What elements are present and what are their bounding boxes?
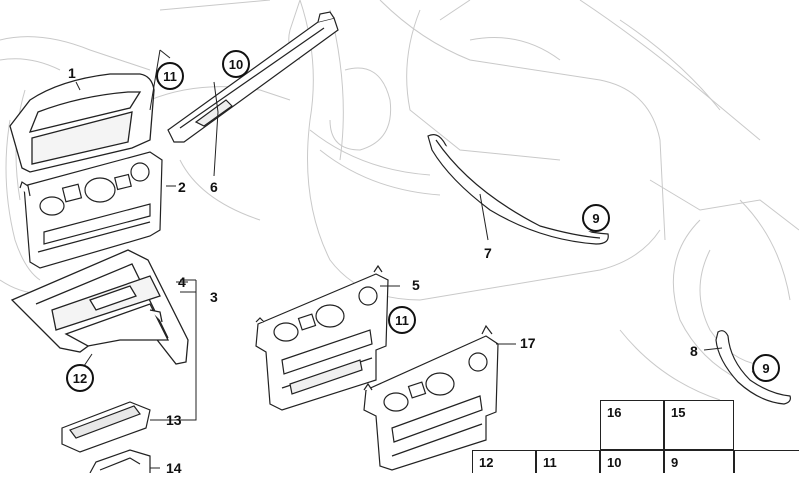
- callout-13: 13: [166, 412, 182, 428]
- part-6-trim-strip: [167, 11, 339, 143]
- part-17-climate-panel: [363, 324, 499, 471]
- callout-circle-11: 11: [156, 62, 184, 90]
- callout-circle-12: 12: [66, 364, 94, 392]
- callout-circle-10: 10: [222, 50, 250, 78]
- grid-cell-12: 12: [472, 450, 536, 473]
- grid-label-11: 11: [543, 455, 557, 470]
- callout-14: 14: [166, 460, 182, 476]
- callout-6: 6: [210, 179, 218, 195]
- part-2-console-panel: [19, 151, 163, 269]
- background-ghost-lines: [0, 0, 799, 401]
- callout-1: 1: [68, 65, 76, 81]
- callout-circle-11-second: 11: [388, 306, 416, 334]
- grid-cell-blank: [734, 450, 799, 473]
- callout-4: 4: [178, 274, 186, 290]
- callout-17: 17: [520, 335, 536, 351]
- grid-label-16: 16: [607, 405, 622, 420]
- part-7-door-trim: [427, 134, 609, 245]
- part-5-climate-panel: [255, 264, 389, 411]
- grid-cell-11: 11: [536, 450, 600, 473]
- callout-circle-9-second: 9: [752, 354, 780, 382]
- grid-cell-15: 15: [664, 400, 734, 450]
- grid-label-15: 15: [671, 405, 686, 420]
- grid-label-9: 9: [671, 455, 679, 470]
- callout-3: 3: [210, 289, 218, 305]
- callout-circle-9: 9: [582, 204, 610, 232]
- grid-label-10: 10: [607, 455, 622, 470]
- part-1-display-panel: [9, 73, 155, 173]
- grid-cell-9: 9: [664, 450, 734, 473]
- part-14-tray: [89, 449, 151, 474]
- part-8-door-trim: [715, 330, 791, 405]
- grid-cell-16: 16: [600, 400, 664, 450]
- callout-2: 2: [178, 179, 186, 195]
- grid-label-12: 12: [479, 455, 494, 470]
- callout-7: 7: [484, 245, 492, 261]
- callout-5: 5: [412, 277, 420, 293]
- callout-8: 8: [690, 343, 698, 359]
- part-13-tray: [61, 401, 151, 453]
- grid-cell-10: 10: [600, 450, 664, 473]
- part-3-console-frame: [10, 249, 189, 365]
